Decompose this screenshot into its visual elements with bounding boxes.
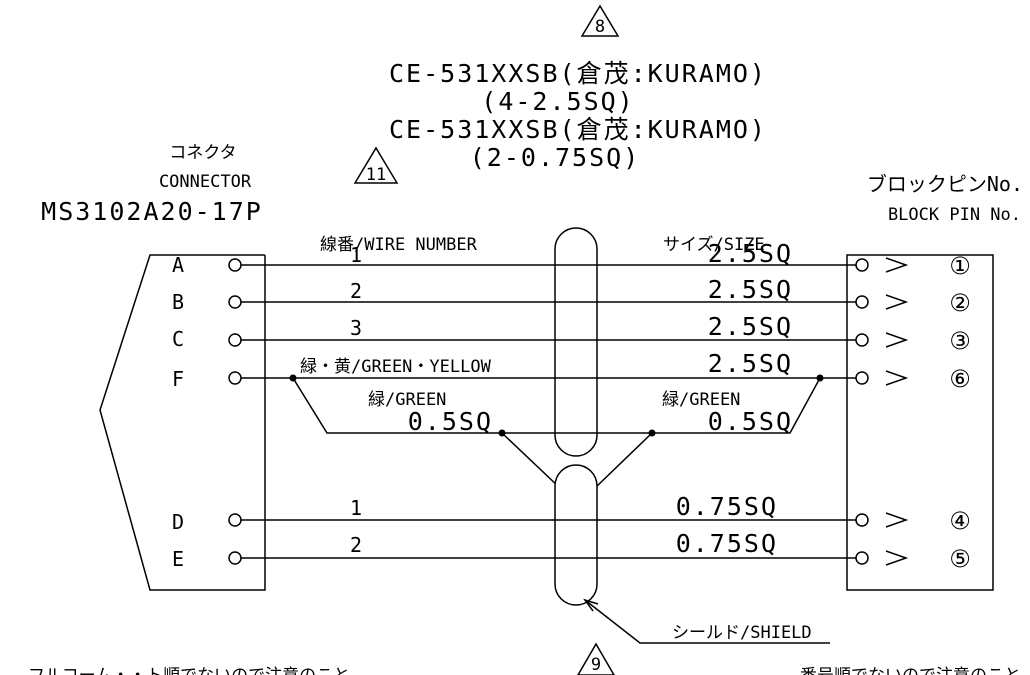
connector-pin-b: B: [172, 290, 184, 314]
connector-pin-d: D: [172, 510, 184, 534]
wire-number-1: 1: [350, 243, 362, 267]
size-label-green-right: 0.5SQ: [708, 407, 793, 436]
block-terminal-1: [855, 258, 869, 272]
connector-terminal-a: [228, 258, 242, 272]
connector-pin-a: A: [172, 253, 184, 277]
connector-outline: [99, 254, 266, 591]
revision-number-8: 8: [595, 17, 605, 37]
cable-spec-line-1: CE-531XXSB(倉茂:KURAMO): [389, 59, 767, 88]
block-label-en: BLOCK PIN No.: [888, 205, 1021, 225]
connector-terminal-e: [228, 551, 242, 565]
revision-number-9: 9: [591, 655, 601, 675]
footer-note-right: 番号順でないので注意のこと: [800, 666, 1021, 675]
connector-terminal-b: [228, 295, 242, 309]
shield-label: シールド/SHIELD: [672, 623, 812, 643]
block-terminal-2: [855, 295, 869, 309]
block-pin-6: ⑥: [949, 365, 971, 393]
connector-pin-e: E: [172, 547, 184, 571]
wire-d-4: [241, 512, 909, 528]
footer-note-left: フルコーム・・ト順でないので注意のこと: [28, 666, 350, 675]
block-pin-5: ⑤: [949, 545, 971, 573]
wire-f-6: [241, 370, 909, 386]
size-label-5: 0.75SQ: [676, 492, 778, 521]
size-label-1: 2.5SQ: [708, 239, 793, 268]
revision-triangle-11: 11: [353, 146, 399, 185]
revision-number-11: 11: [366, 165, 386, 185]
wire-e-5: [241, 550, 909, 566]
connector-terminal-d: [228, 513, 242, 527]
wire-number-3: 3: [350, 316, 362, 340]
cable-outline-signal: [554, 464, 598, 606]
block-outline: [846, 254, 994, 591]
block-pin-3: ③: [949, 327, 971, 355]
size-label-3: 2.5SQ: [708, 312, 793, 341]
cable-spec-line-2: (4-2.5SQ): [481, 87, 634, 116]
connector-terminal-c: [228, 333, 242, 347]
cable-spec-line-4: (2-0.75SQ): [470, 143, 641, 172]
block-terminal-6: [855, 371, 869, 385]
size-label-green-left: 0.5SQ: [408, 407, 493, 436]
connector-pin-c: C: [172, 327, 184, 351]
connector-pin-f: F: [172, 367, 184, 391]
wire-label-green-yellow: 緑・黄/GREEN・YELLOW: [300, 357, 492, 377]
block-pin-2: ②: [949, 289, 971, 317]
wire-a-1: [241, 257, 909, 273]
wire-number-5: 2: [350, 533, 362, 557]
shield-leader: [583, 598, 830, 644]
block-terminal-4: [855, 513, 869, 527]
cable-spec-line-3: CE-531XXSB(倉茂:KURAMO): [389, 115, 767, 144]
block-pin-1: ①: [949, 252, 971, 280]
size-label-6: 0.75SQ: [676, 529, 778, 558]
connector-label-en: CONNECTOR: [159, 172, 252, 192]
wire-number-2: 2: [350, 279, 362, 303]
size-header: サイズ/SIZE: [663, 235, 765, 255]
wire-number-header: 線番/WIRE NUMBER: [320, 235, 478, 255]
block-pin-4: ④: [949, 507, 971, 535]
wire-number-4: 1: [350, 496, 362, 520]
connector-terminal-f: [228, 371, 242, 385]
block-terminal-3: [855, 333, 869, 347]
connector-model: MS3102A20-17P: [41, 197, 263, 226]
size-label-2: 2.5SQ: [708, 275, 793, 304]
revision-triangle-8: 8: [580, 4, 620, 37]
revision-triangle-9: 9: [577, 642, 615, 675]
wire-label-green-right: 緑/GREEN: [662, 390, 740, 410]
cable-outline-power: [554, 227, 598, 457]
block-label-jp: ブロックピンNo.: [867, 172, 1023, 196]
block-terminal-5: [855, 551, 869, 565]
wire-label-green-left: 緑/GREEN: [368, 390, 446, 410]
size-label-4: 2.5SQ: [708, 349, 793, 378]
wire-c-3: [241, 332, 909, 348]
connector-label-jp: コネクタ: [169, 143, 236, 163]
wire-b-2: [241, 294, 909, 310]
